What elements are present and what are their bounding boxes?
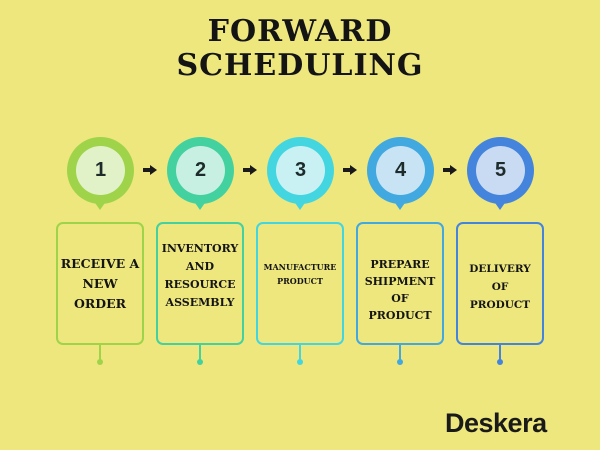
connector-dot-icon — [397, 359, 403, 365]
step-label-5: DELIVERY OF PRODUCT — [469, 263, 531, 311]
step-1: 1 RECEIVE A NEW ORDER — [50, 0, 150, 450]
step-box-1: RECEIVE A NEW ORDER — [56, 222, 144, 345]
right-arrow-icon — [443, 165, 457, 175]
right-arrow-icon — [143, 165, 157, 175]
right-arrow-icon — [343, 165, 357, 175]
connector-dot-icon — [97, 359, 103, 365]
title-line-1: FORWARD — [207, 14, 393, 49]
step-number-2: 2 — [176, 146, 225, 195]
step-pin-1: 1 — [67, 137, 134, 204]
step-number-3: 3 — [276, 146, 325, 195]
connector-line — [299, 345, 301, 360]
step-pin-4: 4 — [367, 137, 434, 204]
pin-pointer-icon — [493, 200, 507, 210]
step-pin-3: 3 — [267, 137, 334, 204]
connector-line — [499, 345, 501, 360]
step-box-2: INVENTORY AND RESOURCE ASSEMBLY — [156, 222, 244, 345]
connector-line — [399, 345, 401, 360]
connector-dot-icon — [197, 359, 203, 365]
step-5: 5 DELIVERY OF PRODUCT — [450, 0, 550, 450]
step-label-4: PREPARE SHIPMENT OF PRODUCT — [364, 258, 436, 322]
pin-pointer-icon — [293, 200, 307, 210]
step-box-4: PREPARE SHIPMENT OF PRODUCT — [356, 222, 444, 345]
step-box-5: DELIVERY OF PRODUCT — [456, 222, 544, 345]
connector-dot-icon — [497, 359, 503, 365]
step-pin-5: 5 — [467, 137, 534, 204]
step-number-4: 4 — [376, 146, 425, 195]
pin-pointer-icon — [193, 200, 207, 210]
pin-pointer-icon — [93, 200, 107, 210]
connector-line — [99, 345, 101, 360]
step-number-5: 5 — [476, 146, 525, 195]
step-label-2: INVENTORY AND RESOURCE ASSEMBLY — [161, 242, 239, 309]
step-box-3: MANUFACTURE PRODUCT — [256, 222, 344, 345]
step-number-1: 1 — [76, 146, 125, 195]
title-line-2: SCHEDULING — [176, 48, 424, 83]
right-arrow-icon — [243, 165, 257, 175]
step-2: 2 INVENTORY AND RESOURCE ASSEMBLY — [150, 0, 250, 450]
pin-pointer-icon — [393, 200, 407, 210]
step-label-1: RECEIVE A NEW ORDER — [60, 255, 140, 311]
deskera-logo: Deskera — [445, 408, 547, 438]
step-label-3: MANUFACTURE PRODUCT — [263, 262, 337, 286]
connector-dot-icon — [297, 359, 303, 365]
connector-line — [199, 345, 201, 360]
step-pin-2: 2 — [167, 137, 234, 204]
step-4: 4 PREPARE SHIPMENT OF PRODUCT — [350, 0, 450, 450]
step-3: 3 MANUFACTURE PRODUCT — [250, 0, 350, 450]
